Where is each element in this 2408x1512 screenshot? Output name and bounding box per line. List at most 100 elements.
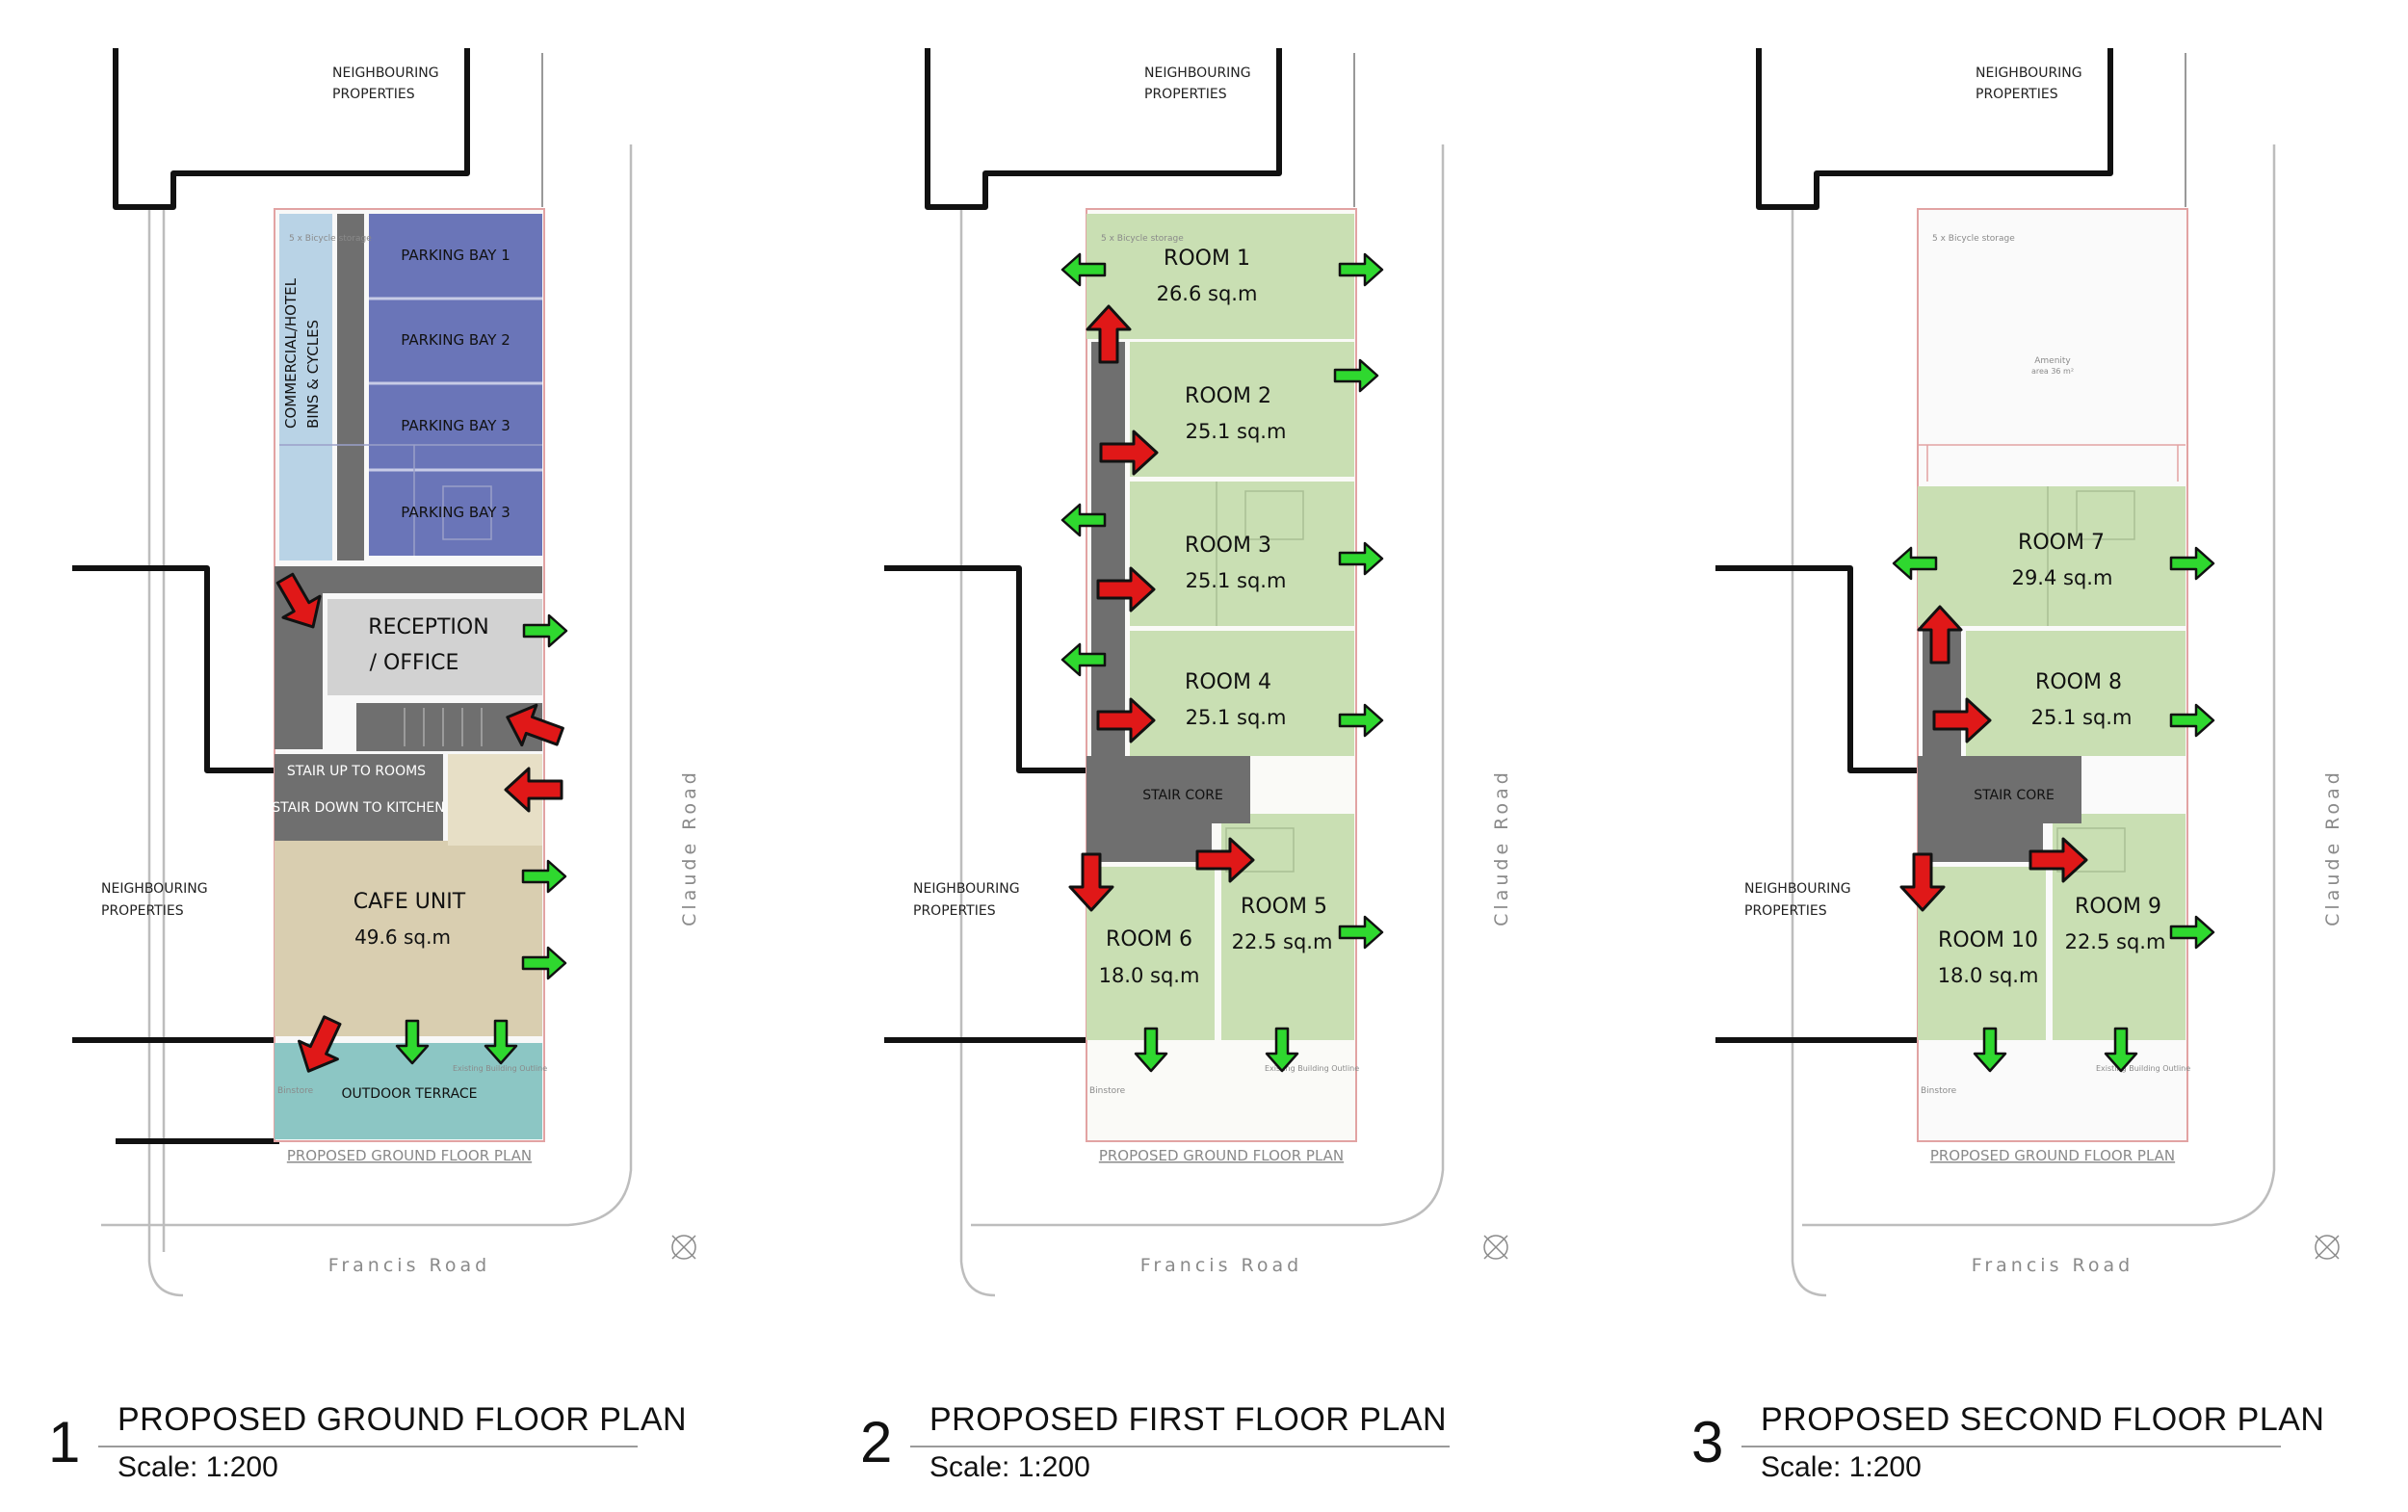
amenity-label: Amenity xyxy=(2034,356,2071,366)
street-outline xyxy=(101,144,633,1297)
street-label-francis: Francis Road xyxy=(1140,1255,1302,1276)
binstore-label: Binstore xyxy=(1921,1086,1957,1096)
stair-core-label: STAIR CORE xyxy=(1142,788,1223,803)
landing xyxy=(1918,823,2043,862)
room-area: 18.0 sq.m xyxy=(1938,964,2039,987)
plan-title: PROPOSED GROUND FLOOR PLAN xyxy=(118,1401,688,1438)
binstore-label: Binstore xyxy=(277,1086,314,1096)
room-name: ROOM 6 xyxy=(1106,927,1192,952)
neighbour-left-label-2: PROPERTIES xyxy=(101,903,184,919)
neighbour-left-label-2: PROPERTIES xyxy=(1744,903,1827,919)
ground-floor-plan: NEIGHBOURING PROPERTIES NEIGHBOURING PRO… xyxy=(72,48,700,1297)
title-rule xyxy=(1741,1446,2281,1447)
neighbour-top-label-2: PROPERTIES xyxy=(332,87,415,102)
existing-outline-label: Existing Building Outline xyxy=(2096,1064,2190,1073)
parking-bay-label: PARKING BAY 1 xyxy=(401,247,510,264)
title-rule xyxy=(98,1446,638,1447)
neighbour-top-label-2: PROPERTIES xyxy=(1976,87,2058,102)
bicycle-label: 5 x Bicycle storage xyxy=(289,234,372,244)
plan-number: 2 xyxy=(860,1410,893,1474)
plan-scale: Scale: 1:200 xyxy=(118,1451,278,1483)
parking-bay-label: PARKING BAY 2 xyxy=(401,331,510,349)
parking-bay-label: PARKING BAY 3 xyxy=(401,504,510,521)
room-4 xyxy=(1130,631,1354,756)
room-name: ROOM 4 xyxy=(1185,670,1271,694)
street-label-francis: Francis Road xyxy=(328,1255,490,1276)
room-name: ROOM 9 xyxy=(2075,895,2161,919)
parking-bay-label: PARKING BAY 3 xyxy=(401,417,510,434)
room-name: ROOM 8 xyxy=(2035,670,2122,694)
reception-label: RECEPTION xyxy=(368,615,488,639)
north-arrow-icon xyxy=(1483,1235,1508,1260)
room-name: ROOM 2 xyxy=(1185,384,1271,408)
cafe-label: CAFE UNIT xyxy=(353,890,466,914)
plan-caption: PROPOSED GROUND FLOOR PLAN xyxy=(287,1147,532,1164)
bicycle-label: 5 x Bicycle storage xyxy=(1932,234,2015,244)
room-1 xyxy=(1086,214,1354,339)
second-floor-plan: NEIGHBOURING PROPERTIES NEIGHBOURING PRO… xyxy=(1715,48,2343,1297)
room-2 xyxy=(1130,342,1354,477)
room-area: 22.5 sq.m xyxy=(2065,930,2166,953)
bins-label-2: BINS & CYCLES xyxy=(304,320,322,429)
room-name: ROOM 10 xyxy=(1938,928,2038,952)
street-label-francis: Francis Road xyxy=(1972,1255,2133,1276)
room-name: ROOM 7 xyxy=(2018,531,2105,555)
north-arrow-icon xyxy=(671,1235,696,1260)
title-rule xyxy=(910,1446,1450,1447)
room-name: ROOM 1 xyxy=(1164,247,1250,271)
plan-title: PROPOSED SECOND FLOOR PLAN xyxy=(1761,1401,2325,1438)
room-area: 25.1 sq.m xyxy=(1186,420,1287,443)
room-7 xyxy=(1918,486,2186,626)
corridor xyxy=(1091,342,1125,770)
room-area: 26.6 sq.m xyxy=(1157,282,1258,305)
cafe-room xyxy=(275,841,542,1036)
room-6 xyxy=(1086,867,1215,1040)
bicycle-label: 5 x Bicycle storage xyxy=(1101,234,1184,244)
plan-caption: PROPOSED GROUND FLOOR PLAN xyxy=(1930,1147,2175,1164)
binstore-label: Binstore xyxy=(1089,1086,1126,1096)
reception-label-2: / OFFICE xyxy=(370,651,459,675)
neighbour-left-label-2: PROPERTIES xyxy=(913,903,996,919)
neighbour-top-label: NEIGHBOURING xyxy=(1976,65,2082,81)
roof-outline xyxy=(1918,444,2186,482)
stair-core-label: STAIR CORE xyxy=(1974,788,2055,803)
street-label-claude: Claude Road xyxy=(2322,769,2343,926)
neighbour-boundary xyxy=(1715,48,2113,1043)
stair-block xyxy=(275,754,443,841)
room-8 xyxy=(1966,631,2186,756)
neighbour-top-label: NEIGHBOURING xyxy=(1144,65,1251,81)
room-area: 29.4 sq.m xyxy=(2012,566,2113,589)
terrace-label: OUTDOOR TERRACE xyxy=(341,1086,477,1102)
street-label-claude: Claude Road xyxy=(679,769,700,926)
plan-scale: Scale: 1:200 xyxy=(929,1451,1090,1483)
stair-up-label: STAIR UP TO ROOMS xyxy=(287,764,426,779)
plan-caption: PROPOSED GROUND FLOOR PLAN xyxy=(1099,1147,1344,1164)
neighbour-top-label: NEIGHBOURING xyxy=(332,65,439,81)
stair-core xyxy=(1918,756,2081,823)
plan-caption-3: 3 PROPOSED SECOND FLOOR PLAN Scale: 1:20… xyxy=(1691,1401,2366,1498)
neighbour-left-label: NEIGHBOURING xyxy=(913,881,1020,897)
room-area: 25.1 sq.m xyxy=(2031,706,2133,729)
street-label-claude: Claude Road xyxy=(1491,769,1512,926)
existing-outline-label: Existing Building Outline xyxy=(1265,1064,1359,1073)
stair-down-label: STAIR DOWN TO KITCHEN xyxy=(272,800,444,816)
plan-scale: Scale: 1:200 xyxy=(1761,1451,1922,1483)
neighbour-left-label: NEIGHBOURING xyxy=(101,881,208,897)
room-area: 22.5 sq.m xyxy=(1232,930,1333,953)
access-path xyxy=(337,214,364,560)
neighbour-boundary xyxy=(72,48,470,1144)
room-name: ROOM 5 xyxy=(1241,895,1327,919)
room-10 xyxy=(1918,867,2046,1040)
room-area: 25.1 sq.m xyxy=(1186,706,1287,729)
neighbour-boundary xyxy=(884,48,1282,1043)
plan-number: 1 xyxy=(48,1410,81,1474)
parking-dividers xyxy=(369,297,542,472)
bins-label: COMMERCIAL/HOTEL xyxy=(282,277,300,429)
room-area: 18.0 sq.m xyxy=(1099,964,1200,987)
first-floor-plan: NEIGHBOURING PROPERTIES NEIGHBOURING PRO… xyxy=(884,48,1512,1297)
north-arrow-icon xyxy=(2315,1235,2340,1260)
bins-cycles-area xyxy=(279,214,332,560)
room-3 xyxy=(1130,482,1354,626)
neighbour-left-label: NEIGHBOURING xyxy=(1744,881,1851,897)
